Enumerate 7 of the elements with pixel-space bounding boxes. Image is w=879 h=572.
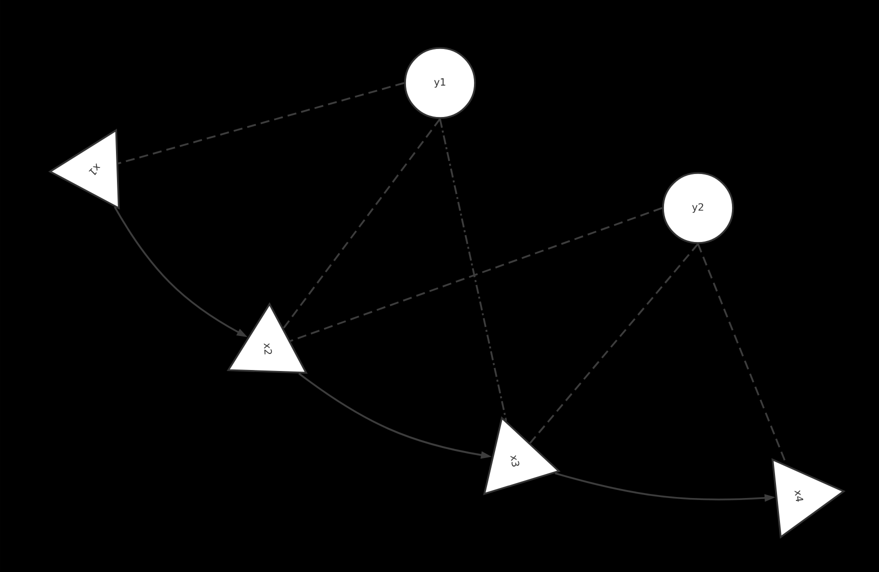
circle-node: y1 [404, 47, 476, 119]
dashed-line [529, 243, 699, 444]
dashed-line [118, 82, 404, 164]
dashed-line [282, 118, 441, 329]
dashed-line [290, 207, 662, 342]
circle-node: y2 [662, 172, 734, 244]
dashed-line [439, 118, 508, 421]
